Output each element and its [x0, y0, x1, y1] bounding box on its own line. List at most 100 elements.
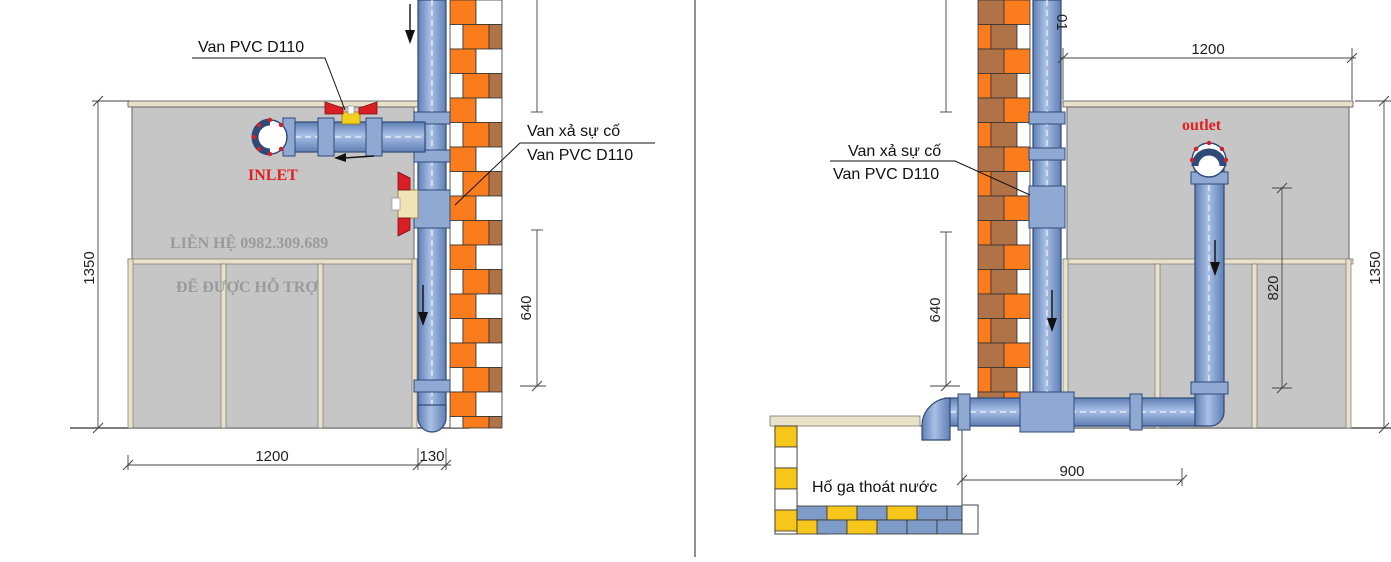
brick: [1016, 318, 1031, 344]
brick: [1003, 146, 1031, 172]
emergency-valve-label: Van PVC D110: [527, 147, 633, 164]
dimension-width: 1200: [1057, 41, 1358, 100]
pipe-coupling: [365, 117, 383, 157]
brick: [990, 269, 1018, 295]
pipe-elbow: [417, 404, 447, 433]
brick: [488, 171, 503, 197]
brick: [449, 195, 477, 221]
dimension-text: 820: [1265, 275, 1282, 300]
outlet-flange: [1189, 140, 1229, 178]
brick: [990, 122, 1018, 148]
valve-label: Van PVC D110: [198, 39, 304, 56]
tee-fitting: [1028, 185, 1066, 229]
brick: [475, 146, 503, 172]
brick: [488, 367, 503, 393]
pipe-coupling: [413, 111, 451, 125]
tank-body: [131, 106, 415, 429]
brick: [449, 293, 477, 319]
brick: [475, 391, 503, 417]
pipe-coupling: [957, 393, 971, 431]
brick: [449, 416, 464, 429]
brick: [856, 505, 888, 521]
brick: [449, 73, 464, 99]
brick: [977, 367, 992, 393]
emergency-valve-label: Van xả sự cố: [527, 123, 620, 140]
tank-frame-post: [220, 263, 227, 429]
pipe-coupling: [413, 149, 451, 163]
brick: [475, 0, 503, 25]
brick: [462, 73, 490, 99]
brick: [488, 122, 503, 148]
tank-frame-post: [411, 258, 418, 429]
tank-frame-post: [317, 263, 324, 429]
brick: [475, 97, 503, 123]
pipe-coupling: [1190, 381, 1229, 395]
brick: [449, 244, 477, 270]
leader-line: [454, 142, 655, 206]
brick: [462, 269, 490, 295]
brick: [977, 146, 1005, 172]
brick: [977, 293, 1005, 319]
brick: [977, 391, 1005, 399]
brick: [977, 97, 1005, 123]
brick: [1003, 97, 1031, 123]
brick: [816, 519, 848, 535]
brick: [977, 171, 992, 197]
inlet-label: INLET: [248, 167, 298, 184]
leader-line: [830, 160, 1031, 196]
brick: [449, 171, 464, 197]
tank-frame-beam: [127, 258, 419, 265]
dimension-text: 640: [927, 297, 944, 322]
tee-fitting: [413, 189, 451, 229]
brick: [977, 318, 992, 344]
brick: [1003, 293, 1031, 319]
watermark-contact: LIÊN HỆ 0982.309.689: [170, 233, 328, 252]
brick: [488, 416, 503, 429]
brick: [1016, 73, 1031, 99]
brick: [488, 269, 503, 295]
flow-arrow: [334, 153, 375, 162]
dimension-pipe: 640: [518, 0, 546, 392]
brick: [1016, 269, 1031, 295]
brick: [462, 122, 490, 148]
pipe-coupling: [1028, 147, 1066, 161]
brick: [475, 195, 503, 221]
brick: [449, 391, 477, 417]
brick: [916, 505, 948, 521]
brick: [977, 122, 992, 148]
brick: [977, 0, 1005, 25]
inlet-flange: [251, 117, 288, 157]
dimension-height: 1350: [81, 95, 130, 434]
left-panel: Van PVC D110 Van xả sự cố Van PVC D110 I…: [70, 0, 655, 471]
brick: [977, 244, 1005, 270]
brick: [1003, 342, 1031, 368]
dimension-pipe: 640: [927, 0, 960, 392]
dimension-text: 1200: [1191, 41, 1224, 58]
pipe-elbow: [1194, 387, 1225, 427]
brick: [796, 505, 828, 521]
brick: [977, 269, 992, 295]
brick: [1003, 48, 1031, 74]
brick: [449, 220, 464, 246]
emergency-valve-label: Van PVC D110: [833, 166, 939, 183]
pipe-coupling: [413, 379, 451, 393]
brick: [774, 425, 798, 448]
brick: [977, 195, 1005, 221]
pipe-elbow: [921, 397, 951, 441]
brick: [475, 342, 503, 368]
dimension-text: 1350: [1367, 251, 1384, 284]
brick: [977, 73, 992, 99]
brick: [462, 171, 490, 197]
pvc-valve: [324, 101, 378, 125]
dimension-text: 1350: [81, 251, 98, 284]
dimension-text: 130: [419, 448, 444, 465]
tank-frame-post: [1251, 263, 1258, 429]
brick: [826, 505, 858, 521]
dimension-text: 640: [518, 295, 535, 320]
tank-frame-post: [1154, 263, 1161, 429]
drain-pit: [769, 415, 979, 535]
brick: [449, 0, 477, 25]
pipe-mark: 01: [1053, 14, 1070, 31]
